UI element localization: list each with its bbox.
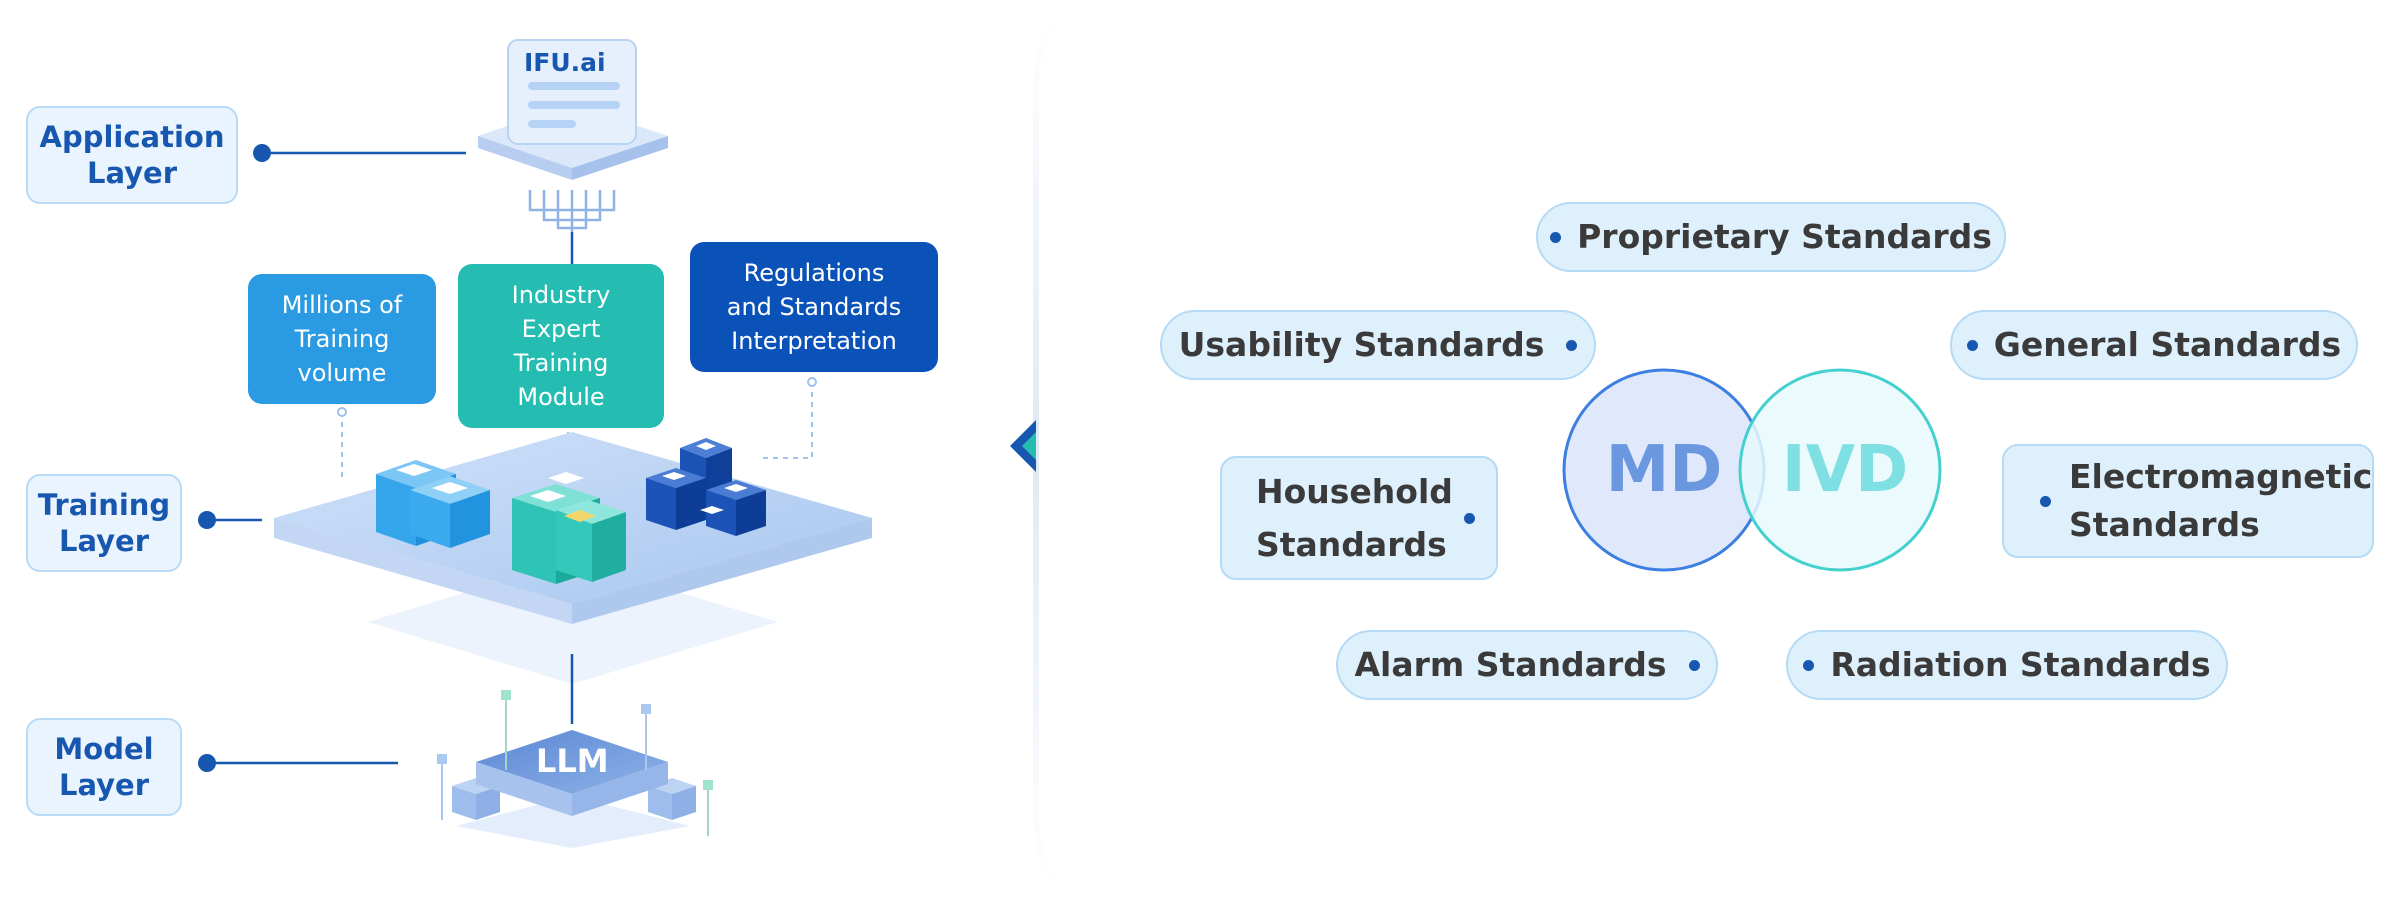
pill-label: Usability Standards: [1178, 325, 1545, 364]
radiation-standards-pill: Radiation Standards: [1786, 630, 2228, 700]
regulations-module: Regulations and Standards Interpretation: [690, 242, 938, 372]
alarm-standards-pill: Alarm Standards: [1336, 630, 1718, 700]
llm-label: LLM: [536, 742, 609, 780]
pill-label: Household Standards: [1256, 472, 1453, 564]
expert-module-cubes: [512, 472, 626, 584]
bullet-dot: [1550, 231, 1562, 243]
training-volume-module: Millions of Training volume: [248, 274, 436, 404]
md-ivd-circles: [1562, 368, 1942, 572]
proprietary-standards-pill: Proprietary Standards: [1536, 202, 2006, 272]
model-layer-label: Model Layer: [26, 718, 182, 816]
pill-label: Proprietary Standards: [1577, 217, 1992, 256]
usability-standards-pill: Usability Standards: [1160, 310, 1596, 380]
app-tree-connector: [528, 190, 616, 232]
brand-label: IFU.ai: [524, 48, 606, 77]
section-divider: [1010, 13, 1062, 889]
bullet-dot: [2040, 495, 2051, 507]
regulation-cubes: [646, 438, 766, 536]
general-standards-pill: General Standards: [1950, 310, 2358, 380]
model-connector: [198, 754, 398, 772]
electromagnetic-standards-pill: Electromagnetic Standards: [2002, 444, 2374, 558]
training-connector: [198, 511, 262, 529]
bullet-dot: [1566, 339, 1578, 351]
pill-label: Electromagnetic Standards: [2069, 457, 2373, 544]
llm-antennas: [437, 690, 713, 836]
pill-label: General Standards: [1993, 325, 2342, 364]
application-layer-label: Application Layer: [26, 106, 238, 204]
training-layer-label: Training Layer: [26, 474, 182, 572]
bullet-dot: [1966, 339, 1978, 351]
expert-training-module: Industry Expert Training Module: [458, 264, 664, 428]
application-connector: [253, 144, 466, 162]
ivd-label: IVD: [1781, 433, 1909, 507]
bullet-dot: [1803, 659, 1815, 671]
md-label: MD: [1605, 433, 1723, 507]
llm-platform: [452, 730, 696, 848]
application-platform: [478, 39, 668, 180]
bullet-dot: [1464, 512, 1475, 524]
pill-label: Radiation Standards: [1830, 645, 2211, 684]
bullet-dot: [1688, 659, 1700, 671]
household-standards-pill: Household Standards: [1220, 456, 1498, 580]
pill-label: Alarm Standards: [1354, 645, 1667, 684]
training-volume-cubes: [376, 446, 490, 548]
